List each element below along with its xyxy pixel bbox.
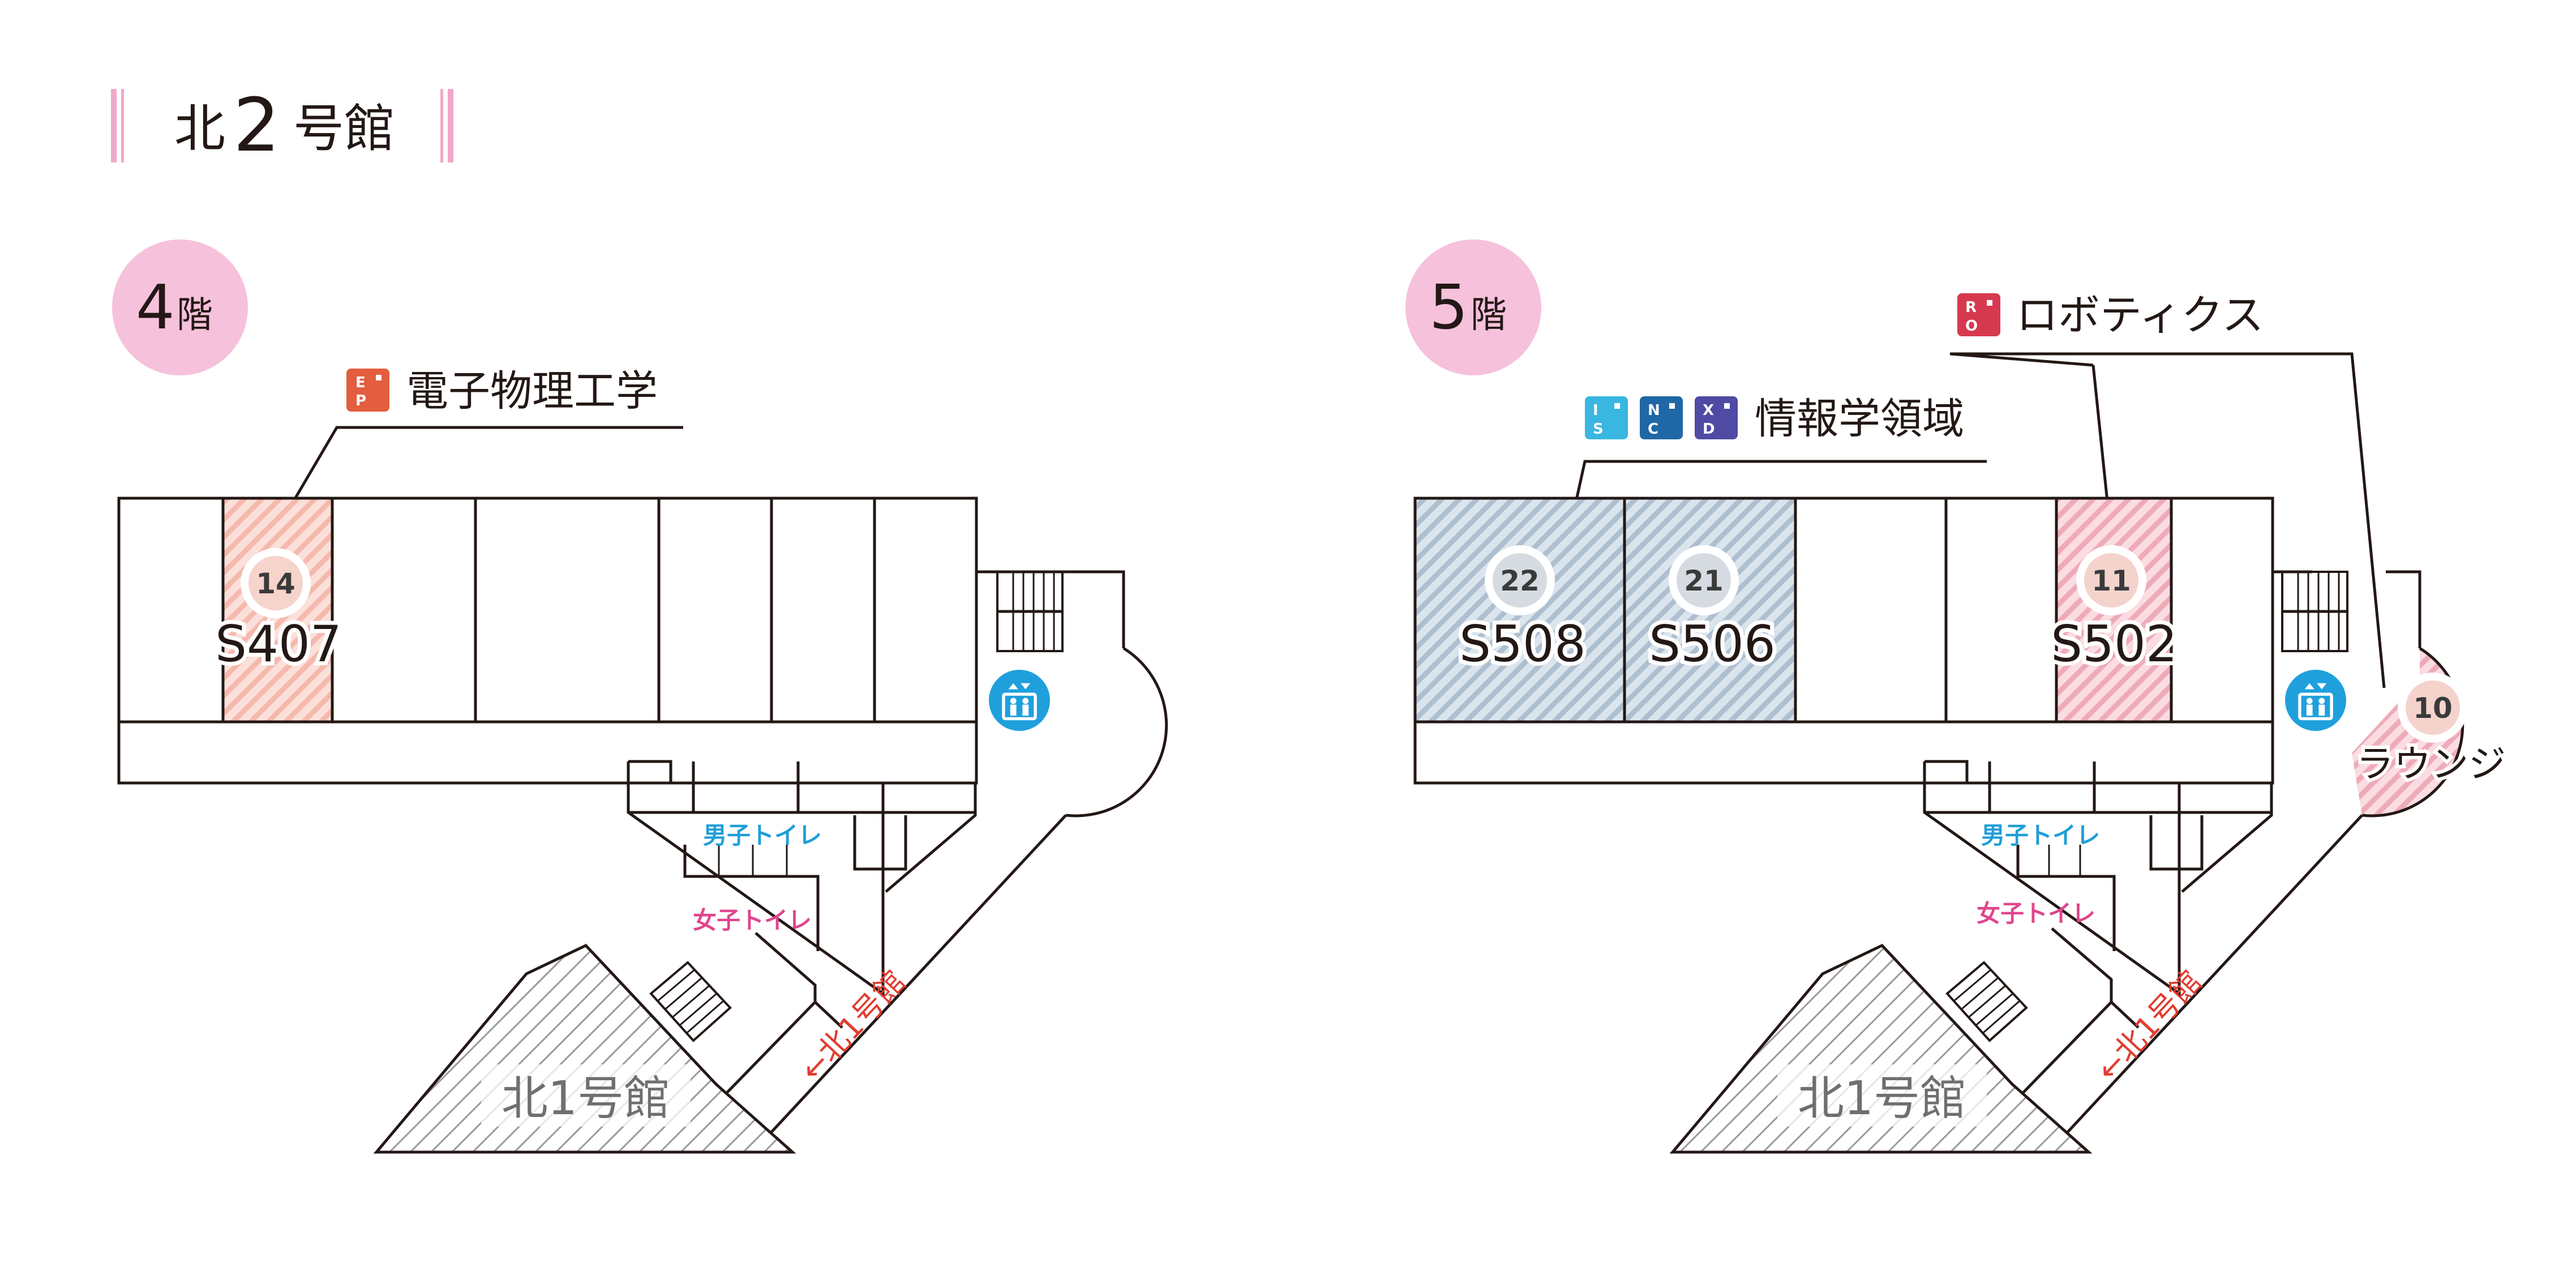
room-s508[interactable]: 22 S508 <box>1455 545 1590 677</box>
toilet-men-4f: 男子トイレ <box>703 821 822 849</box>
room-s506-name: S506 <box>1649 615 1776 673</box>
svg-text:I: I <box>1593 402 1598 419</box>
svg-text:N: N <box>1648 402 1660 419</box>
north1-building-4f: 北1号館 <box>373 943 796 1154</box>
room-lounge-name: ラウンジ <box>2356 742 2506 786</box>
title-bar-left-inner <box>121 89 124 162</box>
room-s502-number: 11 <box>2091 564 2131 597</box>
dept-ro-label: R O ロボティクス <box>1949 291 2386 688</box>
elevator-icon-5f <box>2285 670 2346 731</box>
svg-text:R: R <box>1965 299 1977 316</box>
corridor <box>117 720 978 785</box>
toilet-women-5f: 女子トイレ <box>1977 900 2095 927</box>
ro-badge-icon: R O <box>1957 293 2000 336</box>
svg-text:P: P <box>355 392 366 409</box>
floor-5-suffix: 階 <box>1471 294 1507 336</box>
floor-5-number: 5 <box>1429 272 1468 343</box>
room-s508-number: 22 <box>1500 564 1540 597</box>
title-bar-left-outer <box>111 89 117 162</box>
room-s407[interactable]: 14 S407 <box>211 548 346 677</box>
north1-label-4f: 北1号館 <box>502 1072 670 1126</box>
title-number: 2 <box>233 82 280 168</box>
elevator-icon <box>989 670 1050 731</box>
room-lounge-number: 10 <box>2413 692 2453 725</box>
title-bar-right-outer <box>448 89 453 162</box>
room-s506-number: 21 <box>1684 564 1724 597</box>
ep-badge-icon: E P <box>346 369 389 412</box>
nc-badge-icon: N C <box>1640 396 1683 439</box>
dept-ro-leader-s502 <box>2091 365 2110 513</box>
service-core: 男子トイレ 女子トイレ <box>627 760 977 1002</box>
dept-ep-label: E P 電子物理工学 <box>284 367 683 516</box>
room-s407-name: S407 <box>215 615 342 673</box>
dept-ro-leader-lounge <box>1949 352 2386 688</box>
room-s508-name: S508 <box>1459 615 1586 673</box>
svg-text:C: C <box>1648 421 1658 438</box>
room-s506[interactable]: 21 S506 <box>1645 545 1780 677</box>
title-bar-right-inner <box>440 89 443 162</box>
toilet-men-5f: 男子トイレ <box>1981 821 2100 849</box>
is-badge-icon: I S <box>1585 396 1628 439</box>
to-north1-5f: ←北1号館 <box>2090 964 2209 1088</box>
svg-text:X: X <box>1703 402 1714 419</box>
room-s502-name: S502 <box>2051 615 2178 673</box>
floor-4-map: 4 階 E P 電子物理工学 14 S407 <box>112 239 1168 1154</box>
toilet-women-4f: 女子トイレ <box>693 906 812 934</box>
svg-text:S: S <box>1593 421 1604 438</box>
dept-info-name: 情報学領域 <box>1755 395 1964 443</box>
room-s502[interactable]: 11 S502 <box>2047 545 2181 677</box>
dept-ro-name: ロボティクス <box>2016 291 2264 340</box>
svg-text:E: E <box>355 374 366 391</box>
xd-badge-icon: X D <box>1695 396 1738 439</box>
round-lounge-wall-5f <box>2361 647 2464 818</box>
floor-5-map: 5 階 I S N C X D 情報学領域 <box>1405 239 2509 1154</box>
floor-4-suffix: 階 <box>177 294 213 336</box>
title-prefix: 北 <box>174 99 225 159</box>
north1-building-5f: 北1号館 <box>1669 943 2093 1154</box>
staircase-east-5f <box>2273 570 2421 652</box>
room-s407-number: 14 <box>256 567 295 600</box>
staircase-east <box>976 570 1125 652</box>
dept-ep-name: 電子物理工学 <box>406 367 658 416</box>
corridor-5f <box>1413 720 2274 785</box>
room-lounge[interactable]: 10 ラウンジ <box>2353 673 2509 789</box>
round-lounge-wall <box>1065 647 1168 818</box>
building-title: 北 2 号館 <box>111 82 453 168</box>
title-suffix: 号館 <box>293 99 395 159</box>
floor-4-badge: 4 階 <box>112 239 248 375</box>
svg-text:O: O <box>1965 318 1978 335</box>
svg-text:D: D <box>1703 421 1715 438</box>
service-core-5f: 男子トイレ 女子トイレ <box>1923 760 2273 1002</box>
north1-label-5f: 北1号館 <box>1798 1072 1966 1126</box>
dept-ep-leader <box>284 426 683 516</box>
floor-4-number: 4 <box>136 272 175 343</box>
floor-5-badge: 5 階 <box>1405 239 1541 375</box>
